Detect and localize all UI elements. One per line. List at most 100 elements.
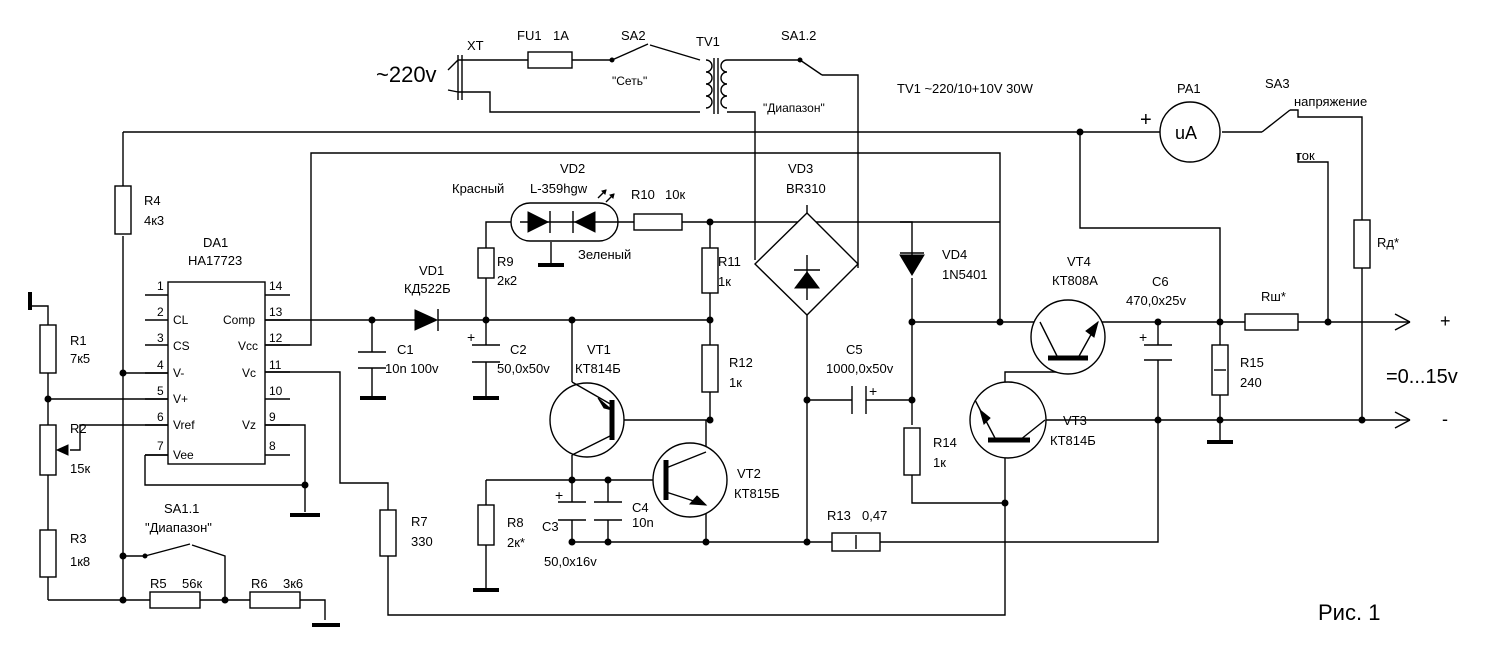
ic-pins-right: 14 13 Comp 12 Vcc 11 Vc 10 9 Vz 8: [223, 279, 283, 453]
da1-ref: DA1: [203, 235, 228, 250]
resistor-r13: R13 0,47: [827, 508, 887, 552]
c2-value: 50,0x50v: [497, 361, 550, 376]
fuse-fu1: FU1 1A: [517, 28, 573, 69]
c1-ref: C1: [397, 342, 414, 357]
output-range: =0...15v: [1386, 366, 1458, 388]
r5-value: 56к: [182, 576, 202, 591]
pa1-unit: uA: [1175, 123, 1197, 143]
ic-pin-num: 7: [157, 439, 164, 453]
r12-value: 1к: [729, 375, 742, 390]
resistor-r9: R9 2к2: [477, 247, 517, 288]
sa3-current-label: ток: [1296, 148, 1315, 163]
r9-value: 2к2: [497, 273, 517, 288]
ic-pin-num: 8: [269, 439, 276, 453]
ic-pin-name: Vref: [173, 418, 195, 432]
ic-pin-name: V-: [173, 366, 184, 380]
vt4-ref: VT4: [1067, 254, 1091, 269]
capacitor-c5: + C5 1000,0x50v: [826, 342, 894, 414]
vd1-ref: VD1: [419, 263, 444, 278]
sa1-2-ref: SA1.2: [781, 28, 816, 43]
r14-ref: R14: [933, 435, 957, 450]
ic-pin-name: Vee: [173, 448, 194, 462]
r11-ref: R11: [718, 254, 741, 269]
vt3-part: КТ814Б: [1050, 433, 1096, 448]
resistor-r5: R5 56к: [149, 576, 202, 609]
svg-text:+: +: [1139, 329, 1147, 345]
ic-pin-num: 12: [269, 331, 283, 345]
r13-ref: R13: [827, 508, 851, 523]
resistor-r4: R4 4к3: [114, 185, 164, 235]
r1-ref: R1: [70, 333, 87, 348]
rd-ref: Rд*: [1377, 235, 1399, 250]
tv1-spec: TV1 ~220/10+10V 30W: [897, 81, 1034, 96]
c5-value: 1000,0x50v: [826, 361, 894, 376]
sa2-label: "Сеть": [612, 74, 647, 88]
ic-pin-num: 14: [269, 279, 283, 293]
ic-da1: DA1 HA17723 1 2 CL 3 CS 4 V- 5 V+ 6 Vref…: [145, 235, 290, 465]
sa3-ref: SA3: [1265, 76, 1290, 91]
figure-caption: Рис. 1: [1318, 600, 1380, 625]
svg-text:+: +: [869, 383, 877, 399]
fu1-value: 1A: [553, 28, 569, 43]
junction-dots: [44, 128, 1366, 604]
resistor-r11: R11 1к: [701, 247, 741, 294]
rsh-ref: Rш*: [1261, 289, 1286, 304]
sa3-voltage-label: напряжение: [1294, 94, 1367, 109]
mains-voltage: ~220v: [376, 62, 437, 87]
transistor-vt1: VT1 КТ814Б: [549, 342, 625, 458]
vd2-green-label: Зеленый: [578, 247, 631, 262]
r4-ref: R4: [144, 193, 161, 208]
vd3-part: BR310: [786, 181, 826, 196]
vd2-part: L-359hgw: [530, 181, 588, 196]
resistor-r15: R15 240: [1211, 344, 1264, 396]
ic-pin-num: 10: [269, 384, 283, 398]
resistor-r1: R1 7к5: [39, 324, 90, 374]
ic-pin-name: Vcc: [238, 339, 258, 353]
ic-pin-num: 5: [157, 384, 164, 398]
vd4-part: 1N5401: [942, 267, 988, 282]
ic-pin-name: Comp: [223, 313, 255, 327]
resistor-r14: R14 1к: [903, 427, 957, 476]
capacitor-c4: C4 10n: [594, 500, 654, 530]
led-vd2: VD2 L-359hgw Красный Зеленый: [452, 161, 631, 262]
transistor-vt4: VT4 КТ808А: [1030, 254, 1106, 375]
vd4-ref: VD4: [942, 247, 967, 262]
ic-pin-num: 1: [157, 279, 164, 293]
r11-value: 1к: [718, 274, 731, 289]
vd3-ref: VD3: [788, 161, 813, 176]
vd2-red-label: Красный: [452, 181, 504, 196]
ic-pin-name: Vc: [242, 366, 256, 380]
r12-ref: R12: [729, 355, 753, 370]
ic-pin-num: 9: [269, 410, 276, 424]
fu1-ref: FU1: [517, 28, 542, 43]
mains-input: ~220v XT: [376, 38, 484, 100]
output-terminals: + - =0...15v: [1386, 311, 1458, 429]
sa2-ref: SA2: [621, 28, 646, 43]
ic-pin-num: 2: [157, 305, 164, 319]
c3-value: 50,0x16v: [544, 554, 597, 569]
transistor-vt3: VT3 КТ814Б: [969, 381, 1096, 459]
bridge-vd3: VD3 BR310: [754, 161, 859, 335]
output-plus: +: [1440, 311, 1451, 331]
r7-value: 330: [411, 534, 433, 549]
diode-vd1: VD1 КД522Б: [404, 263, 451, 331]
c2-ref: C2: [510, 342, 527, 357]
switch-sa3: SA3 напряжение ток: [1261, 76, 1367, 163]
r2-ref: R2: [70, 421, 87, 436]
ic-pin-name: Vz: [242, 418, 256, 432]
sa1-1-label: "Диапазон": [145, 520, 212, 535]
switch-sa2: SA2 "Сеть": [609, 28, 649, 88]
resistor-r3: R3 1к8: [39, 529, 90, 578]
r5-ref: R5: [150, 576, 167, 591]
transistor-vt2: VT2 КТ815Б: [652, 442, 780, 518]
r6-value: 3к6: [283, 576, 303, 591]
resistor-r12: R12 1к: [701, 344, 753, 393]
pa1-plus: +: [1140, 109, 1152, 131]
c1-value: 10n 100v: [385, 361, 439, 376]
vt2-ref: VT2: [737, 466, 761, 481]
c4-ref: C4: [632, 500, 649, 515]
da1-part: HA17723: [188, 253, 242, 268]
r4-value: 4к3: [144, 213, 164, 228]
c3-ref: C3: [542, 519, 559, 534]
svg-text:+: +: [555, 487, 563, 503]
